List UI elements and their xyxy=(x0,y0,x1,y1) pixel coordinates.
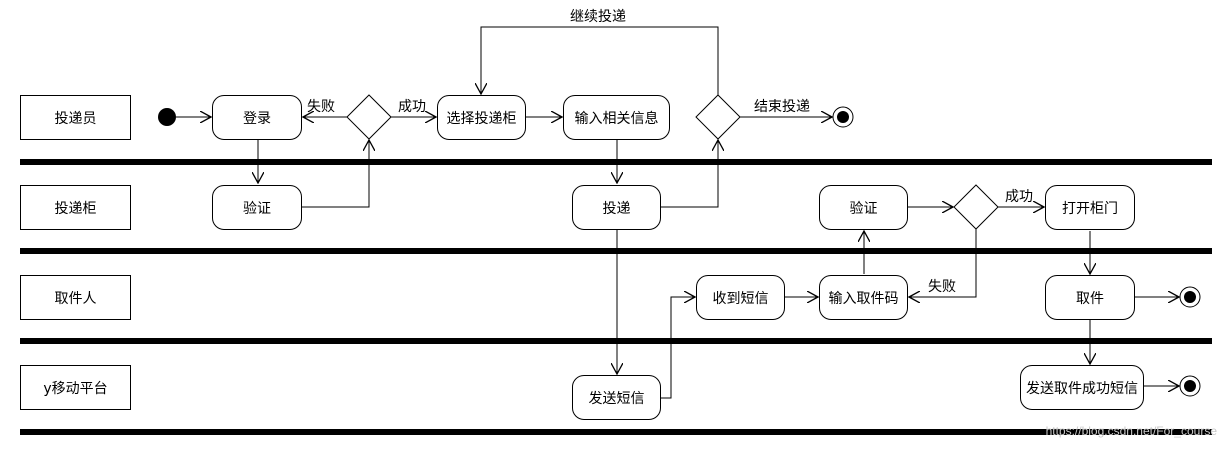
end-node xyxy=(1179,375,1201,397)
activity-open-door: 打开柜门 xyxy=(1045,185,1135,230)
activity-receive-sms: 收到短信 xyxy=(696,275,785,320)
activity-select-cabinet: 选择投递柜 xyxy=(437,95,526,140)
activity-send-sms: 发送短信 xyxy=(572,375,661,420)
decision-continue xyxy=(695,94,741,140)
activity-input-code: 输入取件码 xyxy=(819,275,908,320)
lane-separator xyxy=(20,248,1212,254)
edge xyxy=(481,26,719,95)
activity-pickup: 取件 xyxy=(1045,275,1135,320)
edge xyxy=(661,140,718,208)
activity-verify-courier: 验证 xyxy=(212,185,302,230)
decision-verify xyxy=(953,184,999,230)
edge-label-continue: 继续投递 xyxy=(570,9,626,25)
edge-label-success: 成功 xyxy=(1005,189,1033,205)
edge-label-end-delivery: 结束投递 xyxy=(754,99,810,115)
end-node xyxy=(1179,286,1201,308)
edge-label-fail: 失败 xyxy=(307,99,335,115)
activity-send-success-sms: 发送取件成功短信 xyxy=(1020,365,1144,410)
lane-separator xyxy=(20,338,1212,344)
activity-verify-cabinet: 验证 xyxy=(819,185,908,230)
activity-deliver: 投递 xyxy=(572,185,661,230)
edge-label-success: 成功 xyxy=(398,99,426,115)
decision-login xyxy=(346,94,392,140)
watermark: https://blog.csdn.net/For_course xyxy=(1045,424,1217,438)
activity-input-info: 输入相关信息 xyxy=(563,95,670,140)
activity-login: 登录 xyxy=(212,95,302,140)
lane-label-courier: 投递员 xyxy=(20,95,131,140)
end-node xyxy=(832,106,854,128)
edge xyxy=(302,140,369,208)
lane-label-cabinet: 投递柜 xyxy=(20,185,131,230)
edge-label-fail: 失败 xyxy=(928,279,956,295)
lane-separator xyxy=(20,429,1212,435)
lane-label-platform: y移动平台 xyxy=(20,365,131,410)
lane-label-recipient: 取件人 xyxy=(20,275,131,320)
lane-separator xyxy=(20,159,1212,165)
edge xyxy=(909,229,977,297)
edge xyxy=(661,297,695,399)
start-node xyxy=(158,108,176,126)
